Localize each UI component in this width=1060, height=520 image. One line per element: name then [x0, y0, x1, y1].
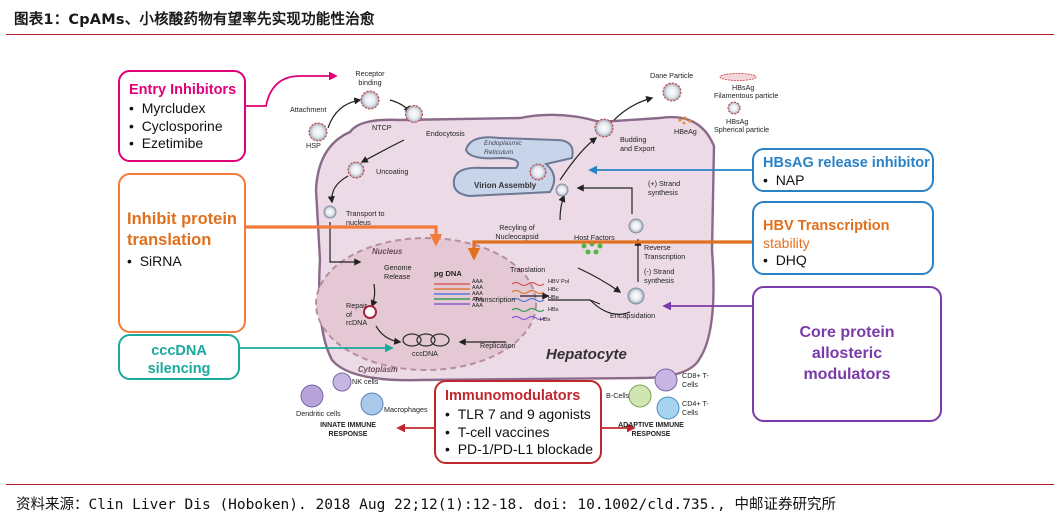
label-pgdna: pg DNA	[434, 269, 462, 278]
label-hsp: HSP	[306, 141, 321, 150]
label-host-factors: Host Factors	[574, 233, 615, 242]
list-item: Cyclosporine	[129, 118, 244, 136]
label-cytoplasm: Cytoplasm	[358, 365, 398, 374]
label-endocytosis: Endocytosis	[426, 129, 465, 138]
label-cd4: CD4+ T-Cells	[682, 399, 709, 417]
hbv-transcription-sub: stability	[763, 235, 810, 251]
source-note: 资料来源：Clin Liver Dis (Hoboken). 2018 Aug …	[16, 497, 836, 513]
capsids	[323, 183, 645, 305]
label-minus-strand: (-) Strand synthesis	[644, 267, 675, 285]
cccdna-silencing-box: cccDNA silencing	[118, 334, 240, 380]
hbsag-filament	[719, 73, 757, 81]
label-receptor-binding: Receptor binding	[355, 69, 385, 87]
label-ntcp: NTCP	[372, 123, 392, 132]
nucleus	[315, 237, 537, 371]
immunomodulators-box: Immunomodulators TLR 7 and 9 agonists T-…	[434, 380, 602, 464]
repair-circle	[363, 305, 377, 319]
label-cccdna: cccDNA	[412, 349, 438, 358]
list-item: T-cell vaccines	[445, 424, 600, 442]
list-item: TLR 7 and 9 agonists	[445, 406, 600, 424]
hbsag-release-box: HBsAG release inhibitor NAP	[752, 148, 934, 192]
label-dane: Dane Particle	[650, 71, 694, 80]
list-item: Myrcludex	[129, 100, 244, 118]
list-item: SiRNA	[127, 253, 244, 271]
transcription-arrow	[467, 240, 752, 261]
hbv-transcription-box: HBV Transcription stability DHQ	[752, 201, 934, 275]
label-budding: Budding and Export	[620, 135, 655, 153]
label-virion-assembly: Virion Assembly	[474, 181, 537, 190]
list-item: DHQ	[763, 252, 932, 270]
immunomodulators-heading: Immunomodulators	[445, 388, 581, 404]
label-aaa-3: AAA	[472, 291, 483, 297]
label-aaa-1: AAA	[472, 279, 483, 285]
bottom-rule	[6, 484, 1054, 485]
endoplasmic-reticulum	[452, 136, 574, 198]
hbsag-release-heading: HBsAG release inhibitor	[763, 155, 930, 171]
label-genome-release: Genome Release	[384, 263, 412, 281]
label-hbs: HBs	[548, 307, 559, 313]
label-aaa-4: AAA	[472, 297, 483, 303]
label-recycling: Recyling of Nucleocapsid	[495, 223, 539, 241]
entry-arrow	[246, 71, 338, 107]
label-hbsag: HBsAg	[732, 83, 755, 92]
label-hbc: HBc	[548, 287, 559, 293]
label-adaptive: ADAPTIVE IMMUNE RESPONSE	[618, 422, 684, 438]
label-hbsag-spherical: HBsAg	[726, 117, 749, 126]
cccdna-rings	[402, 333, 450, 347]
label-hepatocyte: Hepatocyte	[546, 346, 627, 363]
label-transport: Transport to nucleus	[346, 209, 385, 227]
label-cd8: CD8+ T-Cells	[682, 371, 709, 389]
figure-title: 图表1：CpAMs、小核酸药物有望率先实现功能性治愈	[14, 12, 375, 28]
hbeag-dots	[678, 116, 692, 125]
label-dendritic: Dendritic cells	[296, 409, 341, 418]
core-protein-heading: Core protein allosteric modulators	[799, 324, 895, 383]
label-transcription: Transcription	[474, 295, 516, 304]
label-hbe: HBe	[548, 295, 559, 301]
immune-cells	[300, 368, 680, 420]
label-filamentous: Filamentous particle	[714, 91, 779, 100]
pathway-arrows	[327, 96, 654, 346]
label-attachment: Attachment	[290, 105, 327, 114]
top-rule	[6, 34, 1054, 35]
label-repair: Repair of rcDNA	[346, 301, 368, 328]
label-aaa-2: AAA	[472, 285, 483, 291]
label-reverse-transcription: Reverse Transcription	[644, 243, 686, 261]
label-plus-strand: (+) Strand synthesis	[648, 179, 681, 197]
cccdna-silencing-heading: cccDNA silencing	[147, 343, 211, 377]
label-b-cells: B-Cells	[606, 391, 630, 400]
inhibit-translation-box: Inhibit protein translation SiRNA	[118, 173, 246, 333]
label-uncoating: Uncoating	[376, 167, 409, 176]
label-hbeag: HBeAg	[674, 127, 697, 136]
label-hbv-pol: HBV Pol	[548, 279, 570, 285]
list-item: NAP	[763, 172, 932, 190]
translation-strands	[511, 281, 545, 321]
label-replication: Replication	[480, 341, 516, 350]
core-protein-box: Core protein allosteric modulators	[752, 286, 942, 422]
host-factor-dots	[581, 241, 603, 255]
label-er: Endoplasmic Reticulum	[484, 140, 522, 156]
label-nucleus: Nucleus	[372, 247, 403, 256]
label-encapsidation: Encapsidation	[610, 311, 656, 320]
list-item: Ezetimibe	[129, 135, 244, 153]
list-item: PD-1/PD-L1 blockade	[445, 441, 600, 459]
label-hbx: HBx	[540, 317, 551, 323]
label-translation: Translation	[510, 265, 546, 274]
label-innate: INNATE IMMUNE RESPONSE	[320, 422, 376, 438]
label-macrophages: Macrophages	[384, 405, 428, 414]
entry-inhibitors-heading: Entry Inhibitors	[129, 82, 237, 98]
inhibit-translation-heading: Inhibit protein translation	[127, 210, 237, 249]
translation-arrow	[246, 225, 443, 247]
pgdna-strands	[434, 283, 470, 305]
hbv-transcription-heading: HBV Transcription	[763, 218, 890, 234]
label-spherical: Spherical particle	[714, 125, 770, 134]
label-aaa-5: AAA	[472, 303, 483, 309]
entry-inhibitors-box: Entry Inhibitors Myrcludex Cyclosporine …	[118, 70, 246, 162]
virus-particles	[308, 82, 741, 181]
label-nk-cells: NK cells	[352, 377, 379, 386]
